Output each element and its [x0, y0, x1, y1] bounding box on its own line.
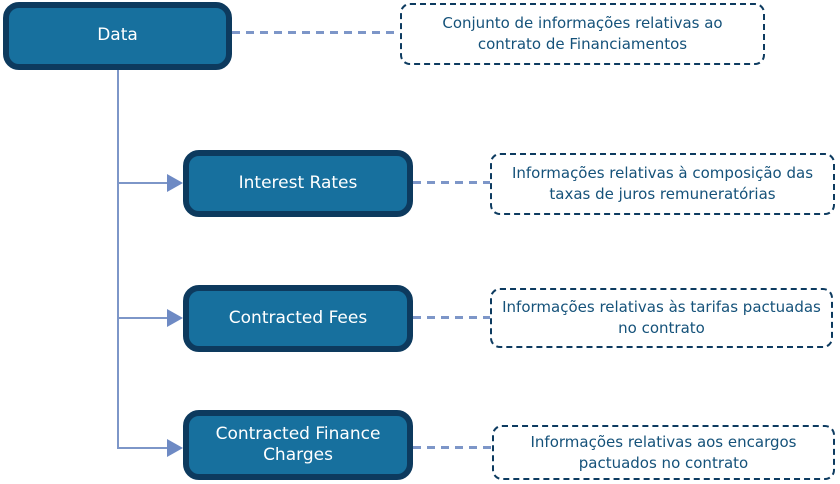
node-interest-rates: Interest Rates [183, 150, 413, 217]
root-vertical-connector [117, 70, 119, 449]
branch-line-contracted-fees [118, 317, 168, 319]
note-contracted-finance-charges-text: Informações relativas aos encargos pactu… [530, 432, 797, 472]
branch-line-interest-rates [118, 182, 168, 184]
note-interest-rates: Informações relativas à composição das t… [490, 153, 835, 215]
node-data-label: Data [97, 25, 138, 46]
node-interest-rates-label: Interest Rates [238, 172, 358, 193]
dashed-connector-interest-rates-note [413, 181, 490, 184]
dashed-connector-contracted-finance-charges-note [413, 446, 492, 449]
arrow-right-icon [167, 174, 183, 192]
note-contracted-finance-charges: Informações relativas aos encargos pactu… [492, 425, 835, 480]
node-data: Data [3, 2, 232, 70]
dashed-connector-data-note [232, 31, 400, 34]
node-contracted-fees: Contracted Fees [183, 285, 413, 352]
note-data: Conjunto de informações relativas ao con… [400, 3, 765, 65]
note-contracted-fees: Informações relativas às tarifas pactuad… [490, 288, 833, 348]
note-data-text: Conjunto de informações relativas ao con… [442, 14, 723, 53]
dashed-connector-contracted-fees-note [413, 316, 490, 319]
arrow-right-icon [167, 439, 183, 457]
node-contracted-fees-label: Contracted Fees [228, 307, 368, 328]
node-contracted-finance-charges: Contracted Finance Charges [183, 410, 413, 480]
note-contracted-fees-text: Informações relativas às tarifas pactuad… [502, 298, 821, 337]
branch-line-contracted-finance-charges [118, 447, 168, 449]
arrow-right-icon [167, 309, 183, 327]
note-interest-rates-text: Informações relativas à composição das t… [511, 164, 814, 203]
node-contracted-finance-charges-label: Contracted Finance Charges [215, 423, 381, 465]
